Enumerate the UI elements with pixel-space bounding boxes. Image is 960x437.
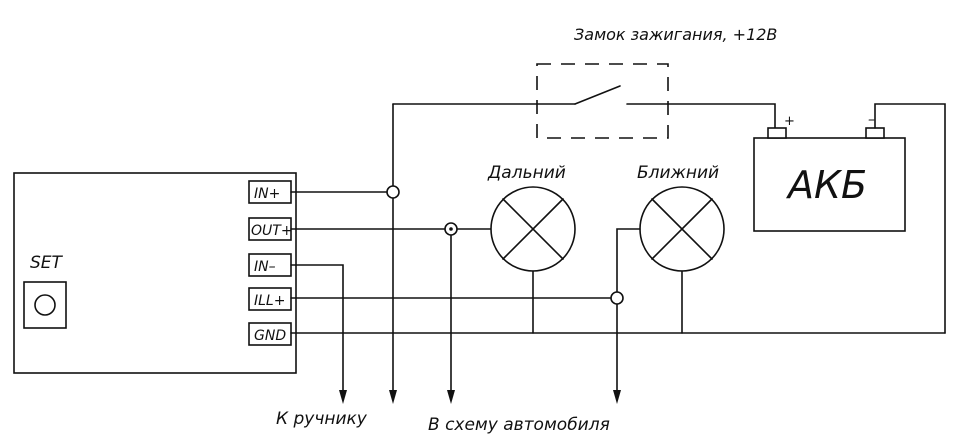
terminal-label: IN–	[254, 259, 276, 275]
junction-ill-plus	[610, 291, 624, 305]
battery-plus-label: +	[784, 114, 795, 129]
battery-label: АКБ	[785, 163, 867, 207]
high-beam-lamp-cross	[502, 198, 564, 260]
ignition-switch-housing	[536, 63, 669, 139]
terminal-label: IN+	[254, 186, 280, 202]
set-button-knob	[34, 294, 56, 316]
ignition-label: Замок зажигания, +12В	[574, 25, 777, 44]
terminal-out-plus: OUT+	[248, 217, 293, 241]
terminal-label: GND	[254, 328, 286, 344]
terminal-label: OUT+	[251, 223, 293, 239]
wire-ignition-to-battery	[626, 103, 776, 129]
to-car-circuit-label: В схему автомобиля	[428, 415, 610, 435]
high-beam-label: Дальний	[487, 163, 566, 183]
battery-plus-terminal	[767, 127, 787, 139]
terminal-gnd: GND	[248, 322, 292, 346]
arrow-car-circuit-1	[389, 390, 397, 404]
battery-minus-terminal	[865, 127, 885, 139]
junction-in-plus	[386, 185, 400, 199]
wire-battery-minus	[874, 103, 946, 334]
terminal-in-minus: IN–	[248, 253, 292, 277]
wire-low-beam	[616, 228, 641, 391]
arrow-car-circuit-3	[613, 390, 621, 404]
terminal-ill-plus: ILL+	[248, 287, 292, 311]
arrow-car-circuit-2	[447, 390, 455, 404]
battery-minus-label: –	[868, 112, 875, 128]
wire-in-minus	[290, 264, 344, 391]
terminal-in-plus: IN+	[248, 180, 292, 204]
junction-out-plus-dot	[449, 227, 453, 231]
low-beam-lamp-cross	[651, 198, 713, 260]
arrow-handbrake	[339, 390, 347, 404]
battery	[753, 137, 906, 232]
terminal-label: ILL+	[254, 293, 285, 309]
low-beam-label: Ближний	[637, 163, 719, 183]
ignition-switch-contact	[574, 85, 621, 105]
set-label: SET	[30, 253, 64, 273]
to-handbrake-label: К ручнику	[276, 409, 368, 429]
